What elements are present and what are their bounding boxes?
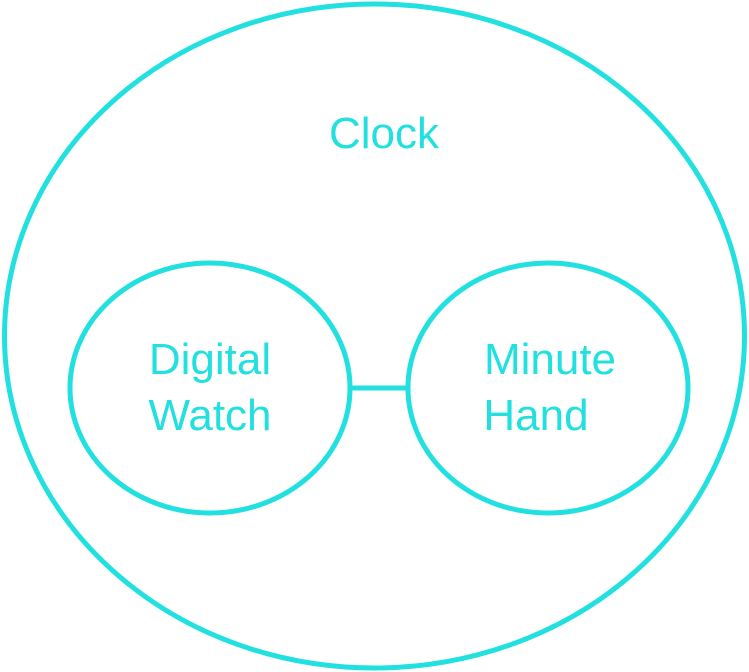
clock-label: Clock (329, 109, 440, 158)
minute-hand-ellipse (405, 260, 691, 516)
minute-hand-label-line1: Minute (484, 335, 616, 384)
minute-hand-label-line2: Hand (483, 391, 588, 440)
digital-watch-ellipse (67, 260, 353, 516)
digital-watch-label-line1: Digital (149, 335, 271, 384)
digital-watch-label-line2: Watch (148, 391, 271, 440)
